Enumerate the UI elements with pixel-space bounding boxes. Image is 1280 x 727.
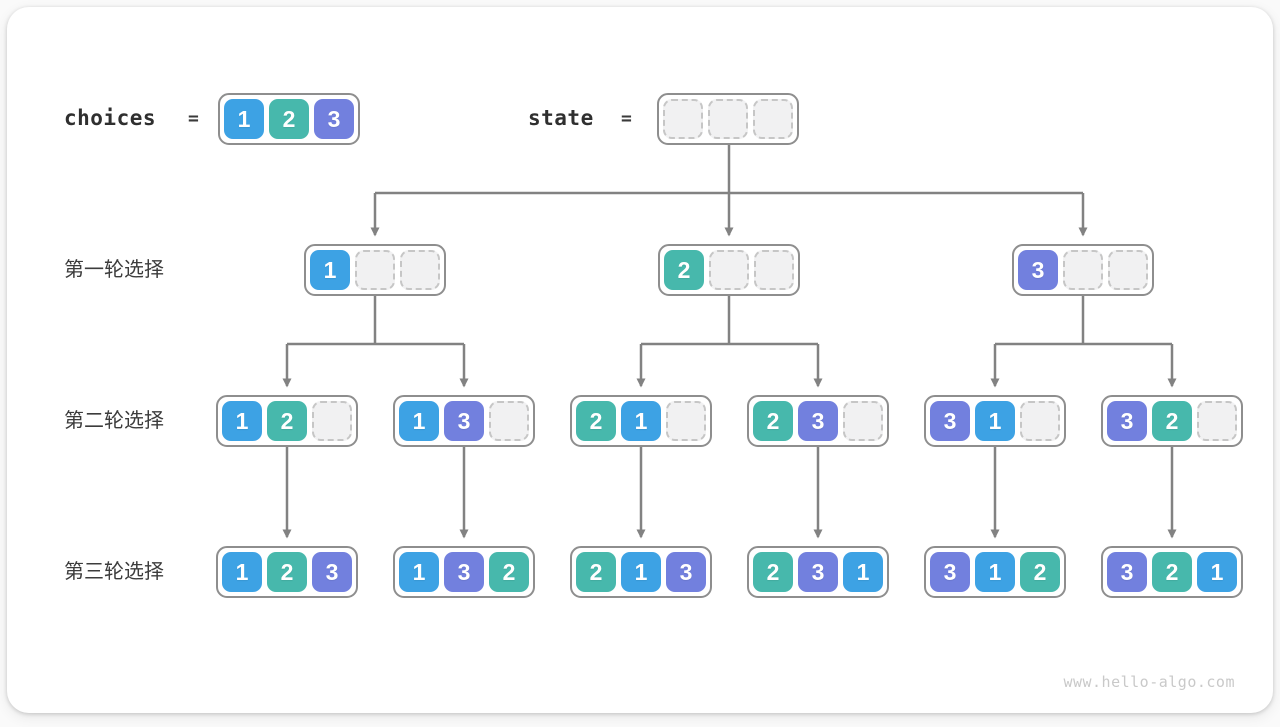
empty-slot bbox=[1108, 250, 1148, 290]
choice-cell-1: 1 bbox=[1197, 552, 1237, 592]
choice-cell-2: 2 bbox=[267, 552, 307, 592]
row-label-2: 第二轮选择 bbox=[64, 410, 164, 432]
state-array-box bbox=[657, 93, 799, 145]
state-node-2: 2 bbox=[658, 244, 800, 296]
choice-cell-3: 3 bbox=[930, 552, 970, 592]
choice-cell-3: 3 bbox=[798, 401, 838, 441]
choice-cell-3: 3 bbox=[1107, 552, 1147, 592]
empty-slot bbox=[312, 401, 352, 441]
choice-cell-1: 1 bbox=[399, 552, 439, 592]
watermark: www.hello-algo.com bbox=[1063, 673, 1235, 691]
choice-cell-1: 1 bbox=[224, 99, 264, 139]
empty-slot bbox=[489, 401, 529, 441]
choice-cell-3: 3 bbox=[1107, 401, 1147, 441]
choice-cell-2: 2 bbox=[576, 552, 616, 592]
choice-cell-1: 1 bbox=[222, 401, 262, 441]
row-label-1: 第一轮选择 bbox=[64, 259, 164, 281]
empty-slot bbox=[663, 99, 703, 139]
choice-cell-2: 2 bbox=[1020, 552, 1060, 592]
empty-slot bbox=[355, 250, 395, 290]
choice-cell-2: 2 bbox=[267, 401, 307, 441]
empty-slot bbox=[666, 401, 706, 441]
choice-cell-2: 2 bbox=[753, 552, 793, 592]
empty-slot bbox=[1197, 401, 1237, 441]
empty-slot bbox=[708, 99, 748, 139]
empty-slot bbox=[400, 250, 440, 290]
empty-slot bbox=[754, 250, 794, 290]
state-node-3: 3 bbox=[1012, 244, 1154, 296]
state-root-box bbox=[657, 93, 799, 145]
choice-cell-3: 3 bbox=[312, 552, 352, 592]
state-node-1: 1 bbox=[304, 244, 446, 296]
choice-cell-1: 1 bbox=[399, 401, 439, 441]
choice-cell-2: 2 bbox=[489, 552, 529, 592]
empty-slot bbox=[709, 250, 749, 290]
choices-label: choices bbox=[64, 106, 157, 130]
choice-cell-1: 1 bbox=[975, 401, 1015, 441]
choice-cell-3: 3 bbox=[798, 552, 838, 592]
choice-cell-2: 2 bbox=[664, 250, 704, 290]
choice-cell-3: 3 bbox=[666, 552, 706, 592]
choice-cell-1: 1 bbox=[843, 552, 883, 592]
empty-slot bbox=[843, 401, 883, 441]
row-label-3: 第三轮选择 bbox=[64, 561, 164, 583]
choice-cell-3: 3 bbox=[930, 401, 970, 441]
choice-cell-3: 3 bbox=[1018, 250, 1058, 290]
choice-cell-1: 1 bbox=[621, 401, 661, 441]
choices-equals-sign: = bbox=[188, 108, 199, 129]
choice-cell-2: 2 bbox=[269, 99, 309, 139]
choice-cell-1: 1 bbox=[222, 552, 262, 592]
choice-cell-2: 2 bbox=[753, 401, 793, 441]
choice-cell-2: 2 bbox=[1152, 401, 1192, 441]
empty-slot bbox=[1020, 401, 1060, 441]
state-equals-sign: = bbox=[621, 108, 632, 129]
choice-cell-1: 1 bbox=[310, 250, 350, 290]
choice-cell-3: 3 bbox=[444, 401, 484, 441]
empty-slot bbox=[753, 99, 793, 139]
choice-cell-1: 1 bbox=[621, 552, 661, 592]
state-label: state bbox=[528, 106, 594, 130]
choice-cell-2: 2 bbox=[1152, 552, 1192, 592]
choice-cell-3: 3 bbox=[444, 552, 484, 592]
empty-slot bbox=[1063, 250, 1103, 290]
choice-cell-2: 2 bbox=[576, 401, 616, 441]
choice-cell-3: 3 bbox=[314, 99, 354, 139]
choice-cell-1: 1 bbox=[975, 552, 1015, 592]
